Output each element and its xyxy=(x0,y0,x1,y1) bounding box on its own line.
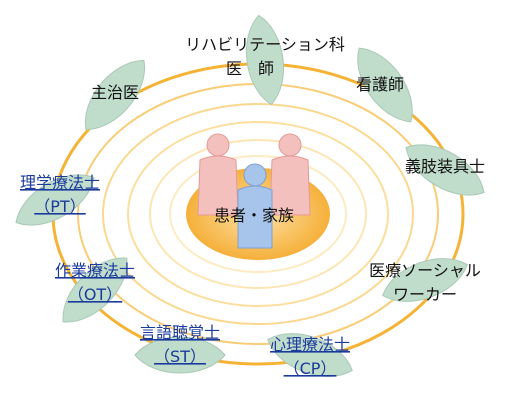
leaf-icon xyxy=(134,336,226,374)
role-rehab-doctor-line1: リハビリテーション科 xyxy=(185,35,345,54)
leaves xyxy=(15,14,485,377)
role-social-worker-line2: ワーカー xyxy=(393,285,457,304)
person-icon xyxy=(197,133,239,216)
person-icon xyxy=(269,133,311,216)
role-attending: 主治医 xyxy=(91,83,139,102)
person-icon xyxy=(237,163,273,249)
leaf-icon xyxy=(15,174,95,226)
role-social-worker-line1: 医療ソーシャル xyxy=(369,261,481,280)
patient-family-figures xyxy=(197,133,311,249)
role-prosthetist: 義肢装具士 xyxy=(405,157,485,176)
leaf-icon xyxy=(405,144,485,196)
leaf-icon xyxy=(246,14,284,106)
center-label: 患者・家族 xyxy=(214,206,294,225)
leaf-icon xyxy=(62,257,128,323)
role-nurse: 看護師 xyxy=(356,75,404,94)
role-rehab-doctor-line2: 医 師 xyxy=(226,59,274,78)
leaf-icon xyxy=(267,333,353,377)
role-cp-link[interactable]: 心理療法士 xyxy=(270,335,350,354)
leaf-icon xyxy=(357,47,413,123)
role-pt-link-abbr[interactable]: （PT） xyxy=(34,197,85,216)
role-pt-link[interactable]: 理学療法士 xyxy=(20,173,100,192)
leaf-icon xyxy=(382,258,468,302)
role-ot-link[interactable]: 作業療法士 xyxy=(55,261,135,280)
role-st-link-abbr[interactable]: （ST） xyxy=(154,347,206,366)
role-cp-link-abbr[interactable]: （CP） xyxy=(284,359,337,378)
role-st-link[interactable]: 言語聴覚士 xyxy=(140,323,220,342)
role-ot-link-abbr[interactable]: （OT） xyxy=(68,285,122,304)
leaf-icon xyxy=(84,60,146,130)
